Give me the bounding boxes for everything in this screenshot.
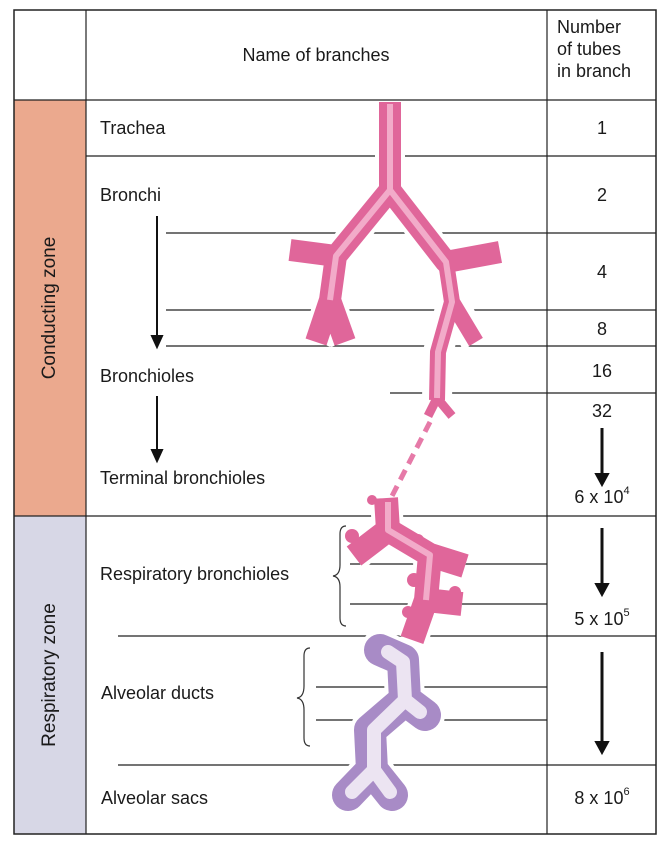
conducting-zone-label: Conducting zone [39, 236, 60, 380]
bronchial-tree [288, 102, 503, 815]
alveolar-buds [345, 495, 461, 618]
branch-alveolar-ducts: Alveolar ducts [101, 683, 215, 703]
count-8: 8 [596, 319, 608, 339]
count-32: 32 [591, 401, 613, 421]
flow-arrows [150, 216, 610, 756]
respiratory-zone-label: Respiratory zone [39, 603, 60, 747]
header-line: Number [557, 17, 622, 37]
header-line: of tubes [557, 39, 622, 59]
count-base: 8 x 10 [574, 788, 624, 808]
branch-bronchioles: Bronchioles [100, 366, 195, 386]
branch-trachea: Trachea [100, 118, 166, 138]
column-header-name: Name of branches [242, 45, 390, 65]
branch-terminal-bronchioles: Terminal bronchioles [100, 468, 266, 488]
branch-bronchi: Bronchi [100, 185, 162, 205]
count-base: 5 x 10 [574, 609, 624, 629]
respiratory-zone-band [14, 516, 86, 834]
count-exponent: 4 [623, 485, 630, 497]
dashed-connection [389, 420, 433, 498]
count-exponent: 6 [623, 786, 630, 798]
count-base: 6 x 10 [574, 487, 624, 507]
header-line: in branch [557, 61, 632, 81]
column-header-count: Number of tubes in branch [557, 16, 631, 82]
conducting-zone-band [14, 100, 86, 516]
branch-respiratory-bronchioles: Respiratory bronchioles [100, 564, 290, 584]
count-terminal: 6 x 104 [574, 485, 630, 507]
count-respiratory: 5 x 105 [574, 607, 630, 629]
count-exponent: 5 [623, 607, 630, 619]
braces [296, 525, 347, 747]
count-bronchi: 2 [596, 185, 608, 205]
count-alveolar-sacs: 8 x 106 [574, 786, 630, 808]
branch-alveolar-sacs: Alveolar sacs [101, 788, 209, 808]
count-trachea: 1 [596, 118, 608, 138]
count-4: 4 [596, 262, 608, 282]
count-16: 16 [591, 361, 613, 381]
